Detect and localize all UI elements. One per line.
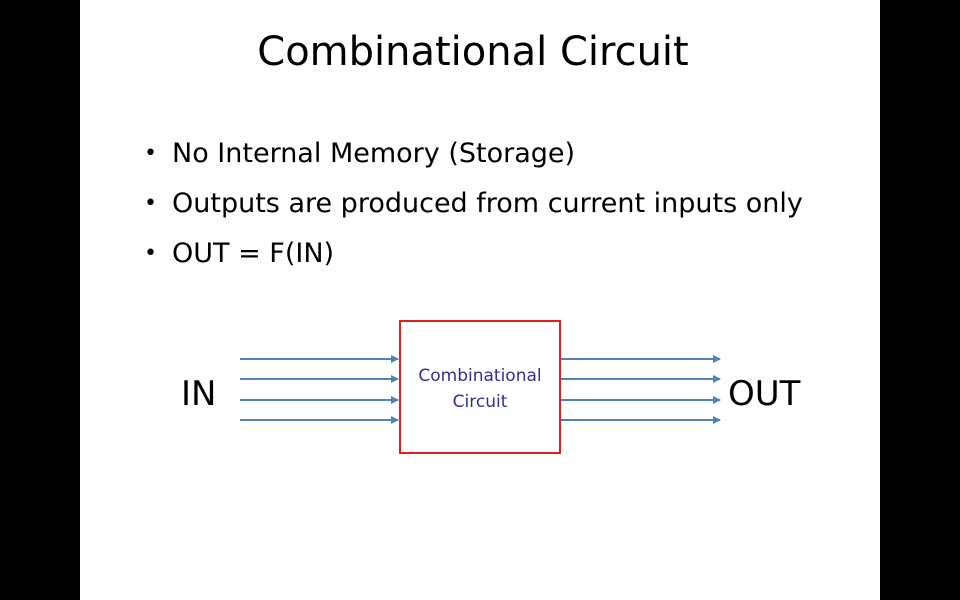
box-label-line2: Circuit bbox=[453, 392, 508, 412]
bullet-list: • No Internal Memory (Storage) • Outputs… bbox=[144, 134, 803, 284]
bullet-item: • No Internal Memory (Storage) bbox=[144, 134, 803, 184]
bullet-dot-icon: • bbox=[144, 141, 157, 166]
output-arrows bbox=[561, 355, 721, 424]
box-label-line1: Combinational bbox=[418, 366, 541, 386]
input-label: IN bbox=[181, 374, 216, 414]
bullet-text: Outputs are produced from current inputs… bbox=[172, 188, 803, 219]
slide-title: Combinational Circuit bbox=[257, 29, 689, 75]
slide: Combinational Circuit • No Internal Memo… bbox=[80, 0, 880, 600]
bullet-dot-icon: • bbox=[144, 191, 157, 216]
bullet-item: • Outputs are produced from current inpu… bbox=[144, 184, 803, 234]
bullet-text: OUT = F(IN) bbox=[172, 238, 335, 269]
combinational-circuit-box bbox=[399, 320, 561, 454]
input-arrows bbox=[240, 355, 399, 424]
bullet-item: • OUT = F(IN) bbox=[144, 234, 803, 284]
bullet-text: No Internal Memory (Storage) bbox=[172, 138, 576, 169]
circuit-diagram: Combinational Circuit IN OUT bbox=[181, 320, 801, 454]
output-label: OUT bbox=[728, 374, 801, 414]
bullet-dot-icon: • bbox=[144, 241, 157, 266]
